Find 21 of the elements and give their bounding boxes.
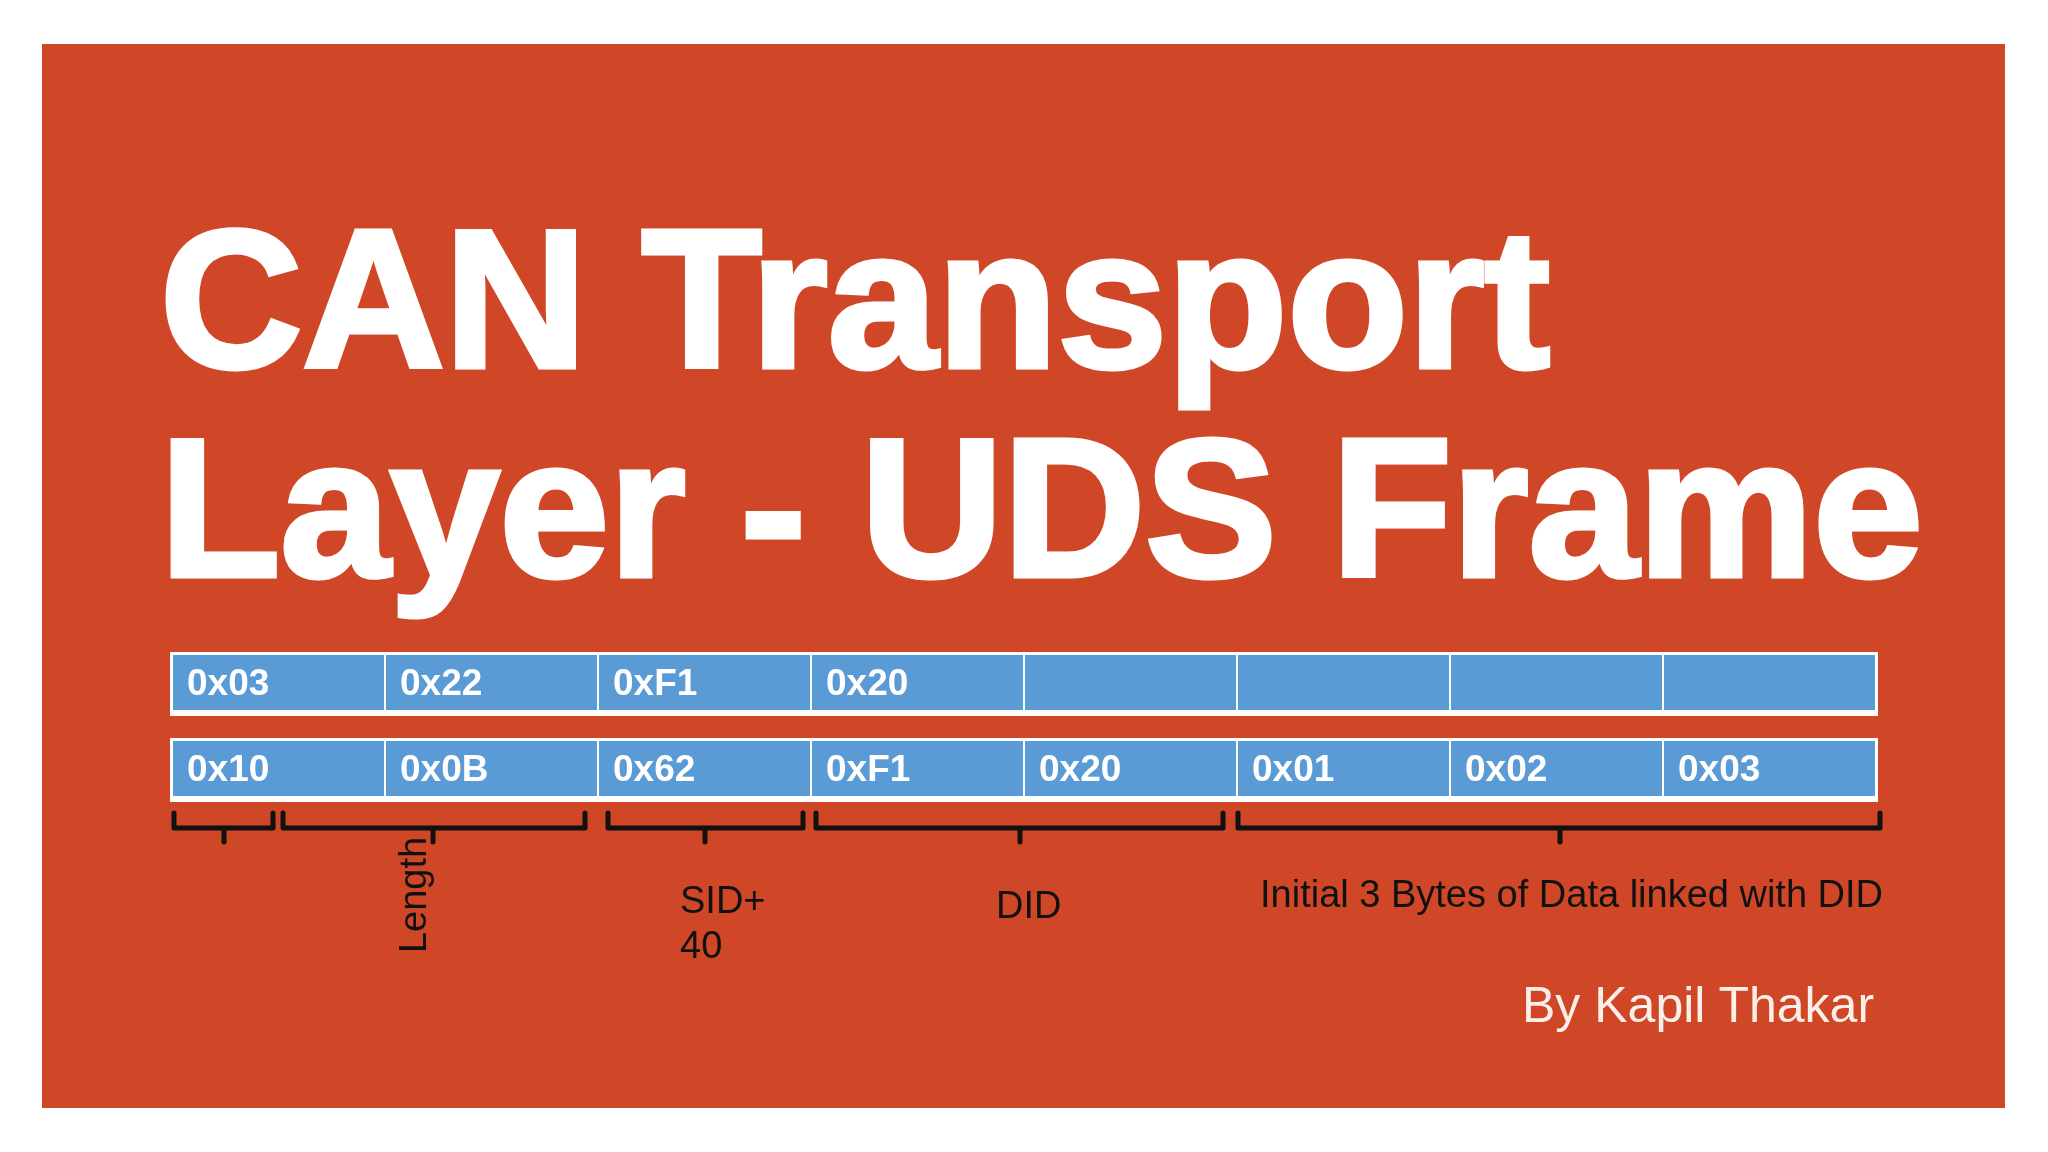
byte-cell: 0x20 xyxy=(1025,741,1236,796)
bracket-label: Length xyxy=(390,836,435,954)
byte-cell: 0x01 xyxy=(1238,741,1449,796)
byte-cell: 0xF1 xyxy=(599,655,810,710)
bracket-label: SID+ 40 xyxy=(680,878,767,968)
byte-cell: 0x10 xyxy=(173,741,384,796)
byte-cell: 0x22 xyxy=(386,655,597,710)
byte-cell: 0x03 xyxy=(1664,741,1875,796)
bracket-label: Initial 3 Bytes of Data linked with DID xyxy=(1260,872,1884,917)
bracket-label: DID xyxy=(996,883,1062,928)
byte-cell: 0x03 xyxy=(173,655,384,710)
byte-cell: 0x02 xyxy=(1451,741,1662,796)
byte-cell: 0xF1 xyxy=(812,741,1023,796)
empty-byte-cell xyxy=(1238,655,1449,710)
empty-byte-cell xyxy=(1664,655,1875,710)
author-credit: By Kapil Thakar xyxy=(1522,976,1875,1035)
byte-cell: 0x62 xyxy=(599,741,810,796)
empty-byte-cell xyxy=(1451,655,1662,710)
byte-cell: 0x0B xyxy=(386,741,597,796)
empty-byte-cell xyxy=(1025,655,1236,710)
byte-cell: 0x20 xyxy=(812,655,1023,710)
